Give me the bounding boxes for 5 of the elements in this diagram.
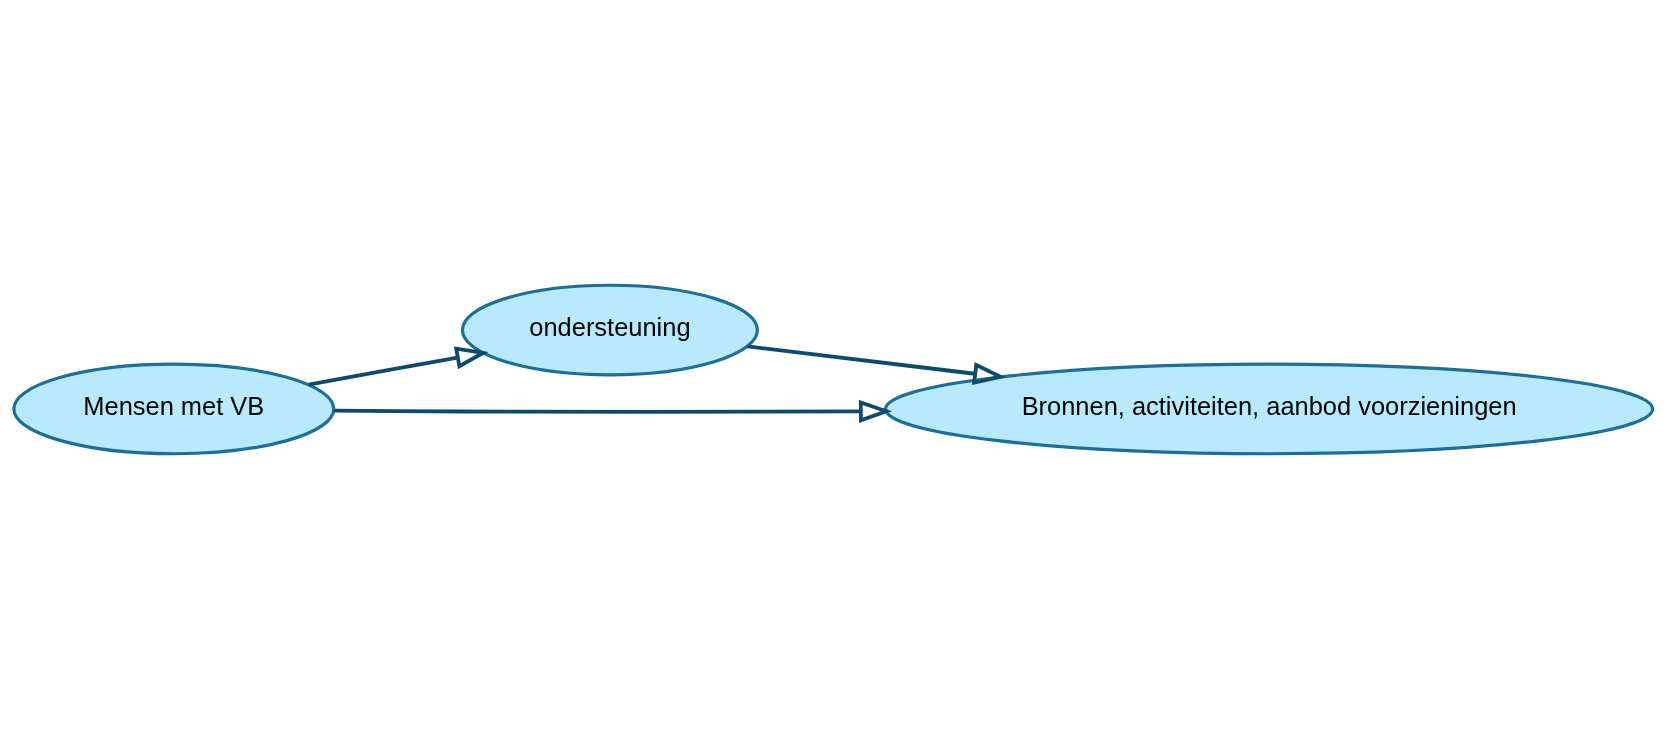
arrow xyxy=(747,344,1007,385)
arrow xyxy=(333,399,893,423)
node-ellipse: ondersteuning xyxy=(460,283,759,376)
arrow xyxy=(308,345,489,386)
node-ellipse: Mensen met VB xyxy=(12,362,336,455)
